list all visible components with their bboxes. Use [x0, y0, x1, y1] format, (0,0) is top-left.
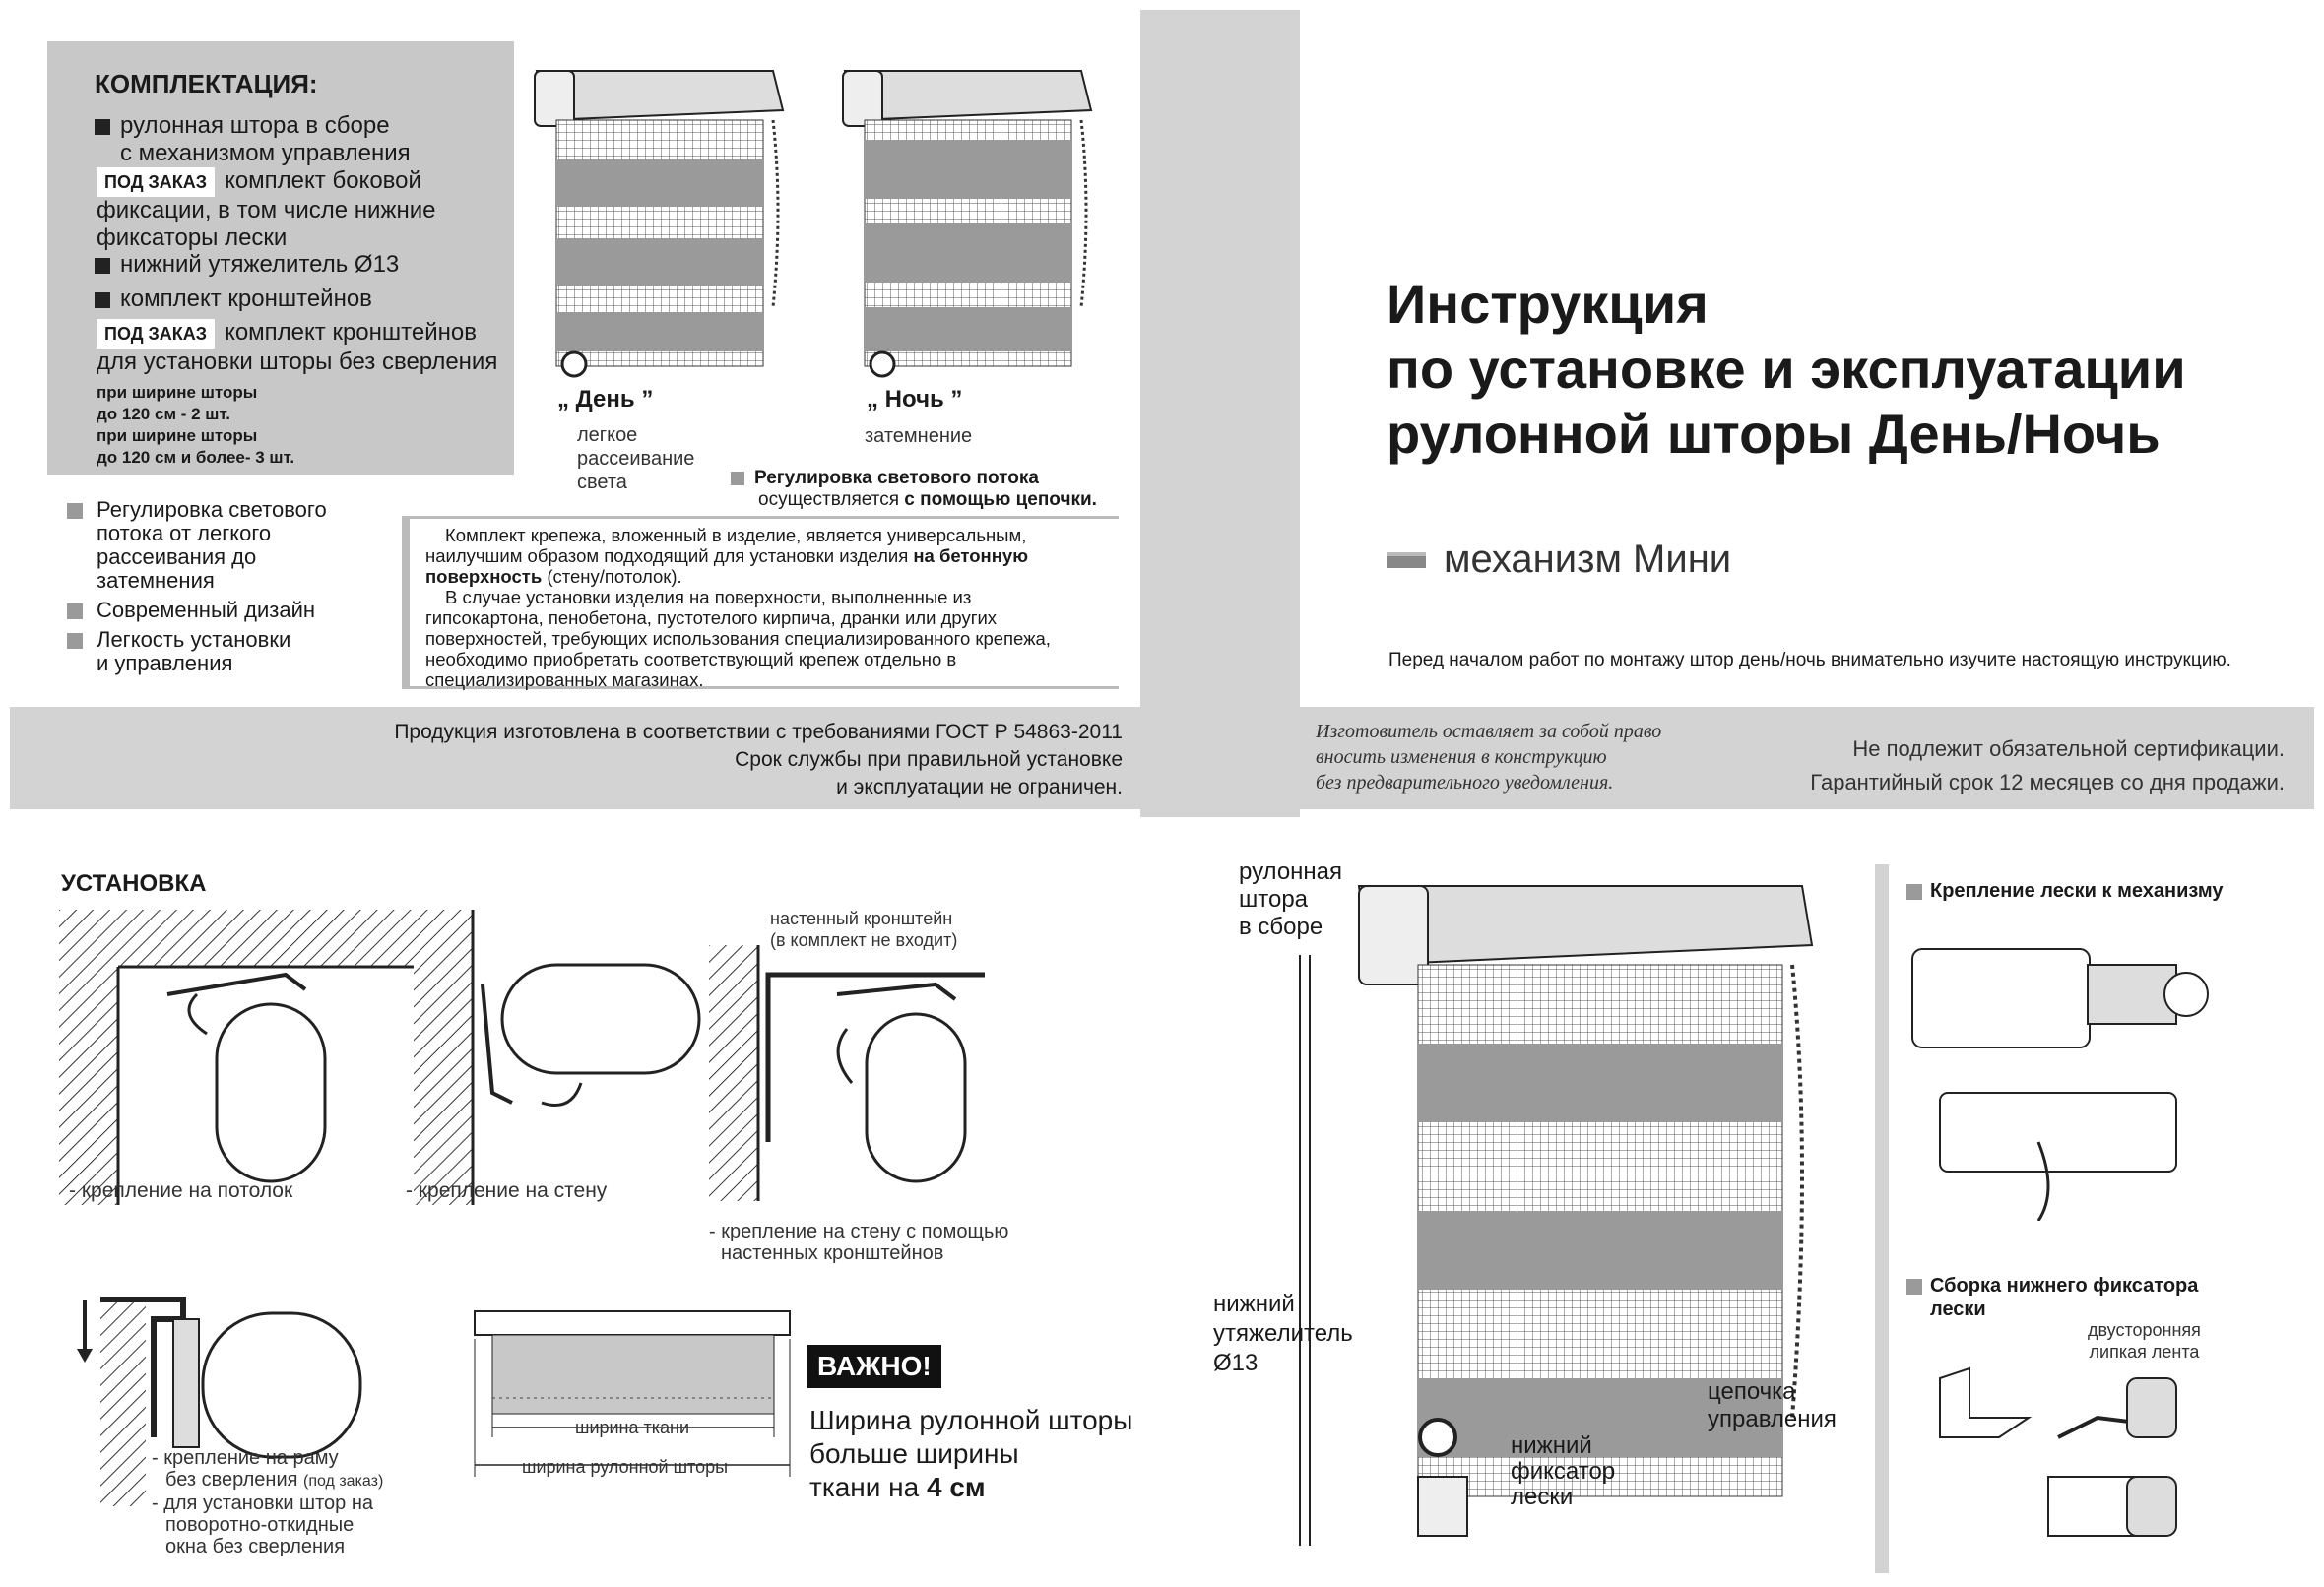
center-divider: [1140, 10, 1300, 817]
gray-bullet-icon: [1906, 883, 1922, 900]
night-blind-illustration: [842, 70, 1093, 378]
kit-item-3: нижний утяжелитель Ø13: [95, 251, 399, 279]
footer-right: Не подлежит обязательной сертификации. Г…: [1810, 736, 2285, 794]
kit-item-4: комплект кронштейнов: [95, 286, 372, 313]
frame-caption: - крепление на раму без сверления (под з…: [152, 1447, 384, 1557]
order-badge: ПОД ЗАКАЗ: [97, 167, 216, 197]
fixator-assembly: [1939, 1366, 2177, 1537]
gray-bullet-icon: [67, 503, 83, 520]
fabric-width-label: ширина ткани: [575, 1418, 690, 1437]
blind-parts-diagram: [1299, 885, 1814, 1546]
gray-bullet-icon: [731, 471, 744, 485]
ceiling-caption: - крепление на потолок: [69, 1179, 293, 1202]
manufacturer-note: Изготовитель оставляет за собой право вн…: [1316, 721, 1662, 794]
day-title: „ День ”: [557, 386, 654, 413]
frame-mount-diagram: [77, 1297, 362, 1506]
regulation-note: Регулировка светового потока осуществляе…: [731, 468, 1097, 511]
gray-bullet-icon: [67, 603, 83, 620]
side-heading-1: Крепление лески к механизму: [1906, 880, 2223, 903]
kit-item-2: ПОД ЗАКАЗ комплект боковой фиксации, в то…: [97, 167, 435, 252]
night-caption: затемнение: [865, 425, 973, 447]
cover-title: Инструкция по установке и эксплуатации р…: [1387, 273, 2186, 465]
feature-1: Регулировка светового: [67, 498, 327, 522]
square-bullet-icon: [95, 118, 110, 135]
wall-caption: - крепление на стену: [406, 1179, 608, 1202]
mechanism-icon: [1387, 552, 1426, 568]
night-title: „ Ночь ”: [867, 386, 963, 413]
kit-item-2-text-3: фиксаторы лески: [97, 224, 288, 251]
side-heading-2: Сборка нижнего фиксатора лески: [1906, 1274, 2198, 1321]
feature-3: Легкость установки: [67, 628, 327, 652]
kit-item-1-text: рулонная штора в сборе: [120, 112, 390, 139]
feature-2: Современный дизайн: [67, 599, 327, 622]
kit-item-5: ПОД ЗАКАЗ комплект кронштейнов для устано…: [97, 319, 497, 376]
day-blind-illustration: [534, 70, 785, 378]
kit-panel: [47, 41, 514, 475]
side-divider: [1875, 864, 1889, 1573]
kit-item-5-text: комплект кронштейнов: [225, 319, 477, 346]
mechanism-closeup: [1911, 948, 2209, 1221]
feature-list: Регулировка светового потока от легкого …: [67, 498, 327, 675]
important-text: Ширина рулонной шторы больше ширины ткан…: [809, 1405, 1133, 1502]
kit-item-4-text: комплект кронштейнов: [120, 286, 372, 312]
gray-bullet-icon: [1906, 1278, 1922, 1295]
cover-notice: Перед началом работ по монтажу штор день…: [1388, 650, 2231, 670]
kit-item-1: рулонная штора в сборе с механизмом упра…: [95, 112, 411, 167]
mechanism-label: механизм Мини: [1444, 538, 1732, 581]
square-bullet-icon: [95, 257, 110, 274]
order-badge: ПОД ЗАКАЗ: [97, 319, 216, 349]
kit-item-3-text: нижний утяжелитель Ø13: [120, 251, 400, 278]
install-title: УСТАНОВКА: [61, 870, 207, 897]
kit-item-2-text-2: фиксации, в том числе нижние: [97, 197, 436, 223]
kit-title: КОМПЛЕКТАЦИЯ:: [95, 69, 318, 98]
footer-strip: [10, 707, 2314, 809]
bracket-top-label: настенный кронштейн(в комплект не входит…: [770, 909, 958, 950]
gray-bullet-icon: [67, 633, 83, 650]
important-badge: ВАЖНО!: [807, 1345, 941, 1388]
kit-item-5-text-2: для установки шторы без сверления: [97, 349, 498, 375]
footer-left: Продукция изготовлена в соответствии с т…: [394, 721, 1123, 798]
kit-item-1-text-2: с механизмом управления: [120, 140, 411, 166]
install-diagrams: [59, 910, 985, 1205]
mount-note-box: Комплект крепежа, вложенный в изделие, я…: [402, 516, 1119, 690]
width-diagram: [474, 1310, 791, 1477]
square-bullet-icon: [95, 291, 110, 308]
blind-width-label: ширина рулонной шторы: [522, 1457, 729, 1477]
kit-item-2-text: комплект боковой: [225, 167, 421, 194]
